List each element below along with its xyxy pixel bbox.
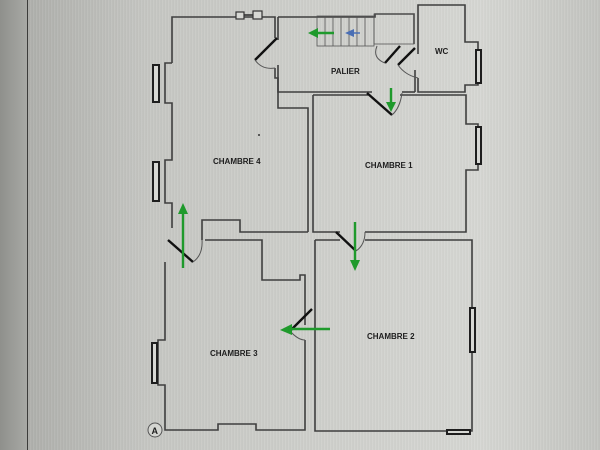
door-palier-chambre-1[interactable] [366,92,403,116]
arrow-palier-down-icon [386,88,396,112]
window-chambre-4-lower [152,161,160,202]
vent-symbol [235,10,263,20]
label-chambre-2: CHAMBRE 2 [367,332,415,341]
marker-dot [258,134,260,136]
door-chambre-4-chambre-3[interactable] [167,239,203,263]
label-palier: PALIER [331,67,360,76]
label-chambre-3: CHAMBRE 3 [210,349,258,358]
door-chambre-3-chambre-2[interactable] [289,308,313,341]
label-chambre-1: CHAMBRE 1 [365,161,413,170]
door-chambre-1-chambre-2[interactable] [335,231,366,252]
window-wc [475,49,482,84]
label-chambre-4: CHAMBRE 4 [213,157,261,166]
arrow-chambre-4-up-icon [178,203,188,268]
label-wc: WC [435,47,449,56]
window-chambre-4-upper [152,64,160,103]
room-chambre-2-walls [314,239,473,432]
arrow-palier-left-icon [308,28,334,38]
monitor-bezel [0,0,28,450]
arrow-chambre-3-left-icon [280,324,330,335]
stair-direction-arrow-icon [345,29,354,37]
door-palier-wc[interactable] [375,45,419,79]
arrow-chambre-2-down-icon [350,222,360,271]
window-chambre-2-bottom [446,429,471,435]
window-chambre-2-right [469,307,476,353]
staircase [316,13,415,47]
room-chambre-4-walls [164,16,309,240]
window-chambre-1 [475,126,482,165]
door-chambre-4-palier[interactable] [254,37,278,69]
room-chambre-3-walls [157,239,306,431]
compass-label: A [152,426,159,436]
compass-north-icon: A [147,422,163,438]
window-chambre-3 [151,342,158,384]
